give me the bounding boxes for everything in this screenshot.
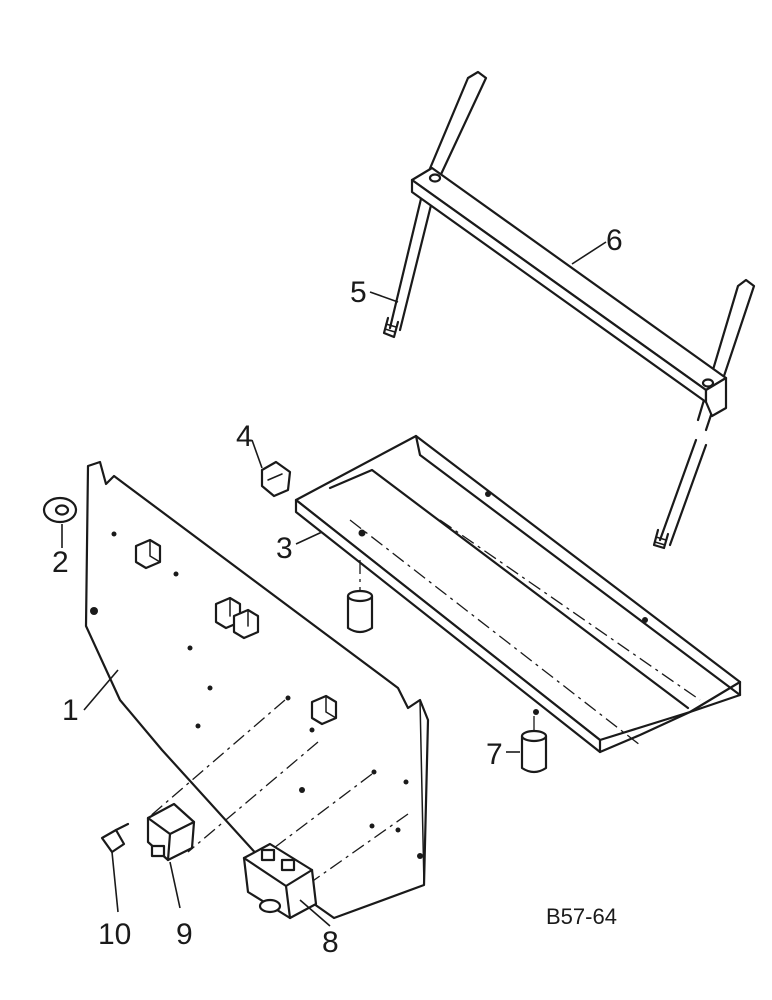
- spacer-7-lower: [520, 716, 548, 774]
- rod-5: [382, 70, 488, 339]
- leader-6: [571, 241, 607, 265]
- callout-1: 1: [62, 694, 79, 727]
- callout-8: 8: [322, 926, 339, 959]
- leader-4: [251, 439, 263, 469]
- leader-10: [111, 851, 119, 913]
- clamp-bar-6: [410, 166, 728, 418]
- panel-1: [84, 460, 430, 920]
- callout-2: 2: [52, 546, 69, 579]
- callout-6: 6: [606, 224, 623, 257]
- leader-9: [169, 861, 181, 909]
- callout-3: 3: [276, 532, 293, 565]
- clip-4: [260, 460, 292, 498]
- grommet-2: [42, 496, 78, 524]
- leader-3: [295, 531, 323, 545]
- drawing-code: B57-64: [546, 904, 617, 929]
- callout-9: 9: [176, 918, 193, 951]
- leader-1: [83, 669, 119, 711]
- leader-5: [369, 291, 399, 303]
- spacer-7-upper: [346, 560, 374, 634]
- relay-9: [146, 802, 196, 862]
- callout-5: 5: [350, 276, 367, 309]
- callout-4: 4: [236, 420, 253, 453]
- callout-7: 7: [486, 738, 503, 771]
- tray-3: [294, 434, 742, 754]
- callout-10: 10: [98, 918, 131, 951]
- rod-5-right: [652, 278, 756, 550]
- terminal-10: [100, 822, 130, 854]
- switch-8: [242, 842, 318, 920]
- leader-8: [299, 899, 331, 927]
